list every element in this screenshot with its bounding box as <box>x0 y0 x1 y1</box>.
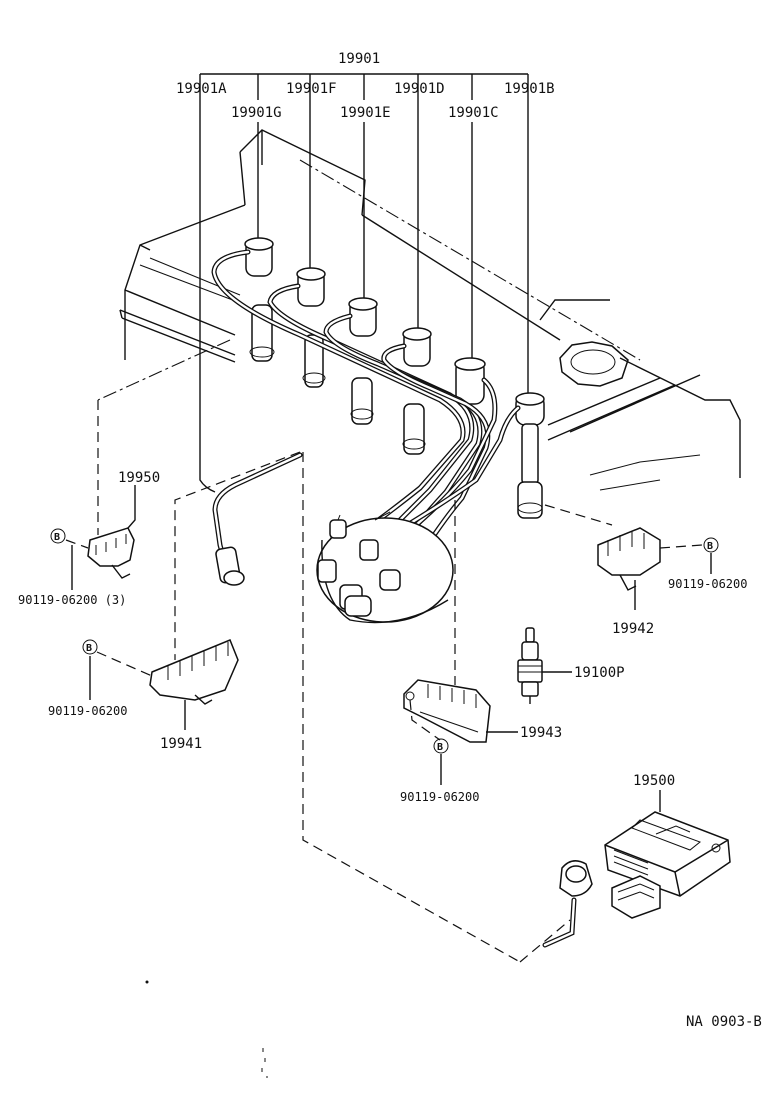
label-group-top: 19901 19901A 19901F 19901D 19901B 19901G… <box>176 51 555 121</box>
label-bolt-19941: 90119-06200 <box>48 704 127 718</box>
bolt-marker-lower-left: B <box>82 639 98 655</box>
set-bracket <box>199 73 529 493</box>
label-19950: 19950 <box>118 470 160 486</box>
distributor-cap <box>316 511 454 624</box>
ignition-coil-19500: 19500 <box>604 773 731 919</box>
plug-boot-2 <box>296 267 326 388</box>
bolt-marker-center: B <box>433 738 449 754</box>
label-19901g: 19901G <box>231 105 282 121</box>
label-19901c: 19901C <box>448 105 499 121</box>
bolt-marker-right: B <box>703 537 719 553</box>
label-19942: 19942 <box>612 621 654 637</box>
label-19943: 19943 <box>520 725 562 741</box>
bolt-marker-right-text: B <box>707 541 713 552</box>
clamp-19943: 19943 B 90119-06200 <box>400 500 562 804</box>
plug-boot-4 <box>402 327 432 455</box>
bolt-marker-left: B <box>50 528 66 544</box>
figure-code: NA 0903-B <box>686 1014 762 1030</box>
label-19901d: 19901D <box>394 81 445 97</box>
plug-boot-3 <box>348 297 378 425</box>
figure-footer: NA 0903-B <box>145 980 762 1078</box>
label-19901f: 19901F <box>286 81 337 97</box>
label-19500: 19500 <box>633 773 675 789</box>
plug-boots <box>244 237 545 519</box>
bolt-marker-center-text: B <box>437 742 443 753</box>
label-bolt-19950: 90119-06200 (3) <box>18 593 126 607</box>
bolt-marker-left-text: B <box>54 532 60 543</box>
label-19100p: 19100P <box>574 665 625 681</box>
spark-plug-19100p: 19100P <box>517 627 625 704</box>
plug-boot-6 <box>515 392 545 519</box>
label-bolt-19942: 90119-06200 <box>668 577 747 591</box>
label-19941: 19941 <box>160 736 202 752</box>
clamp-19950: 19950 B 90119-06200 (3) <box>18 400 160 607</box>
label-19901: 19901 <box>338 51 380 67</box>
label-19901e: 19901E <box>340 105 391 121</box>
label-19901b: 19901B <box>504 81 555 97</box>
engine-head <box>97 129 641 401</box>
cam-cover-right <box>547 357 741 491</box>
label-19901a: 19901A <box>176 81 227 97</box>
oil-filler-cap <box>559 341 629 387</box>
plug-boot-1 <box>244 237 275 362</box>
clamp-19942: 19942 B 90119-06200 <box>544 504 747 637</box>
coil-cable <box>302 452 593 963</box>
bolt-marker-lower-left-text: B <box>86 643 92 654</box>
label-bolt-19943: 90119-06200 <box>400 790 479 804</box>
clamp-19941: B 90119-06200 19941 <box>48 451 301 752</box>
